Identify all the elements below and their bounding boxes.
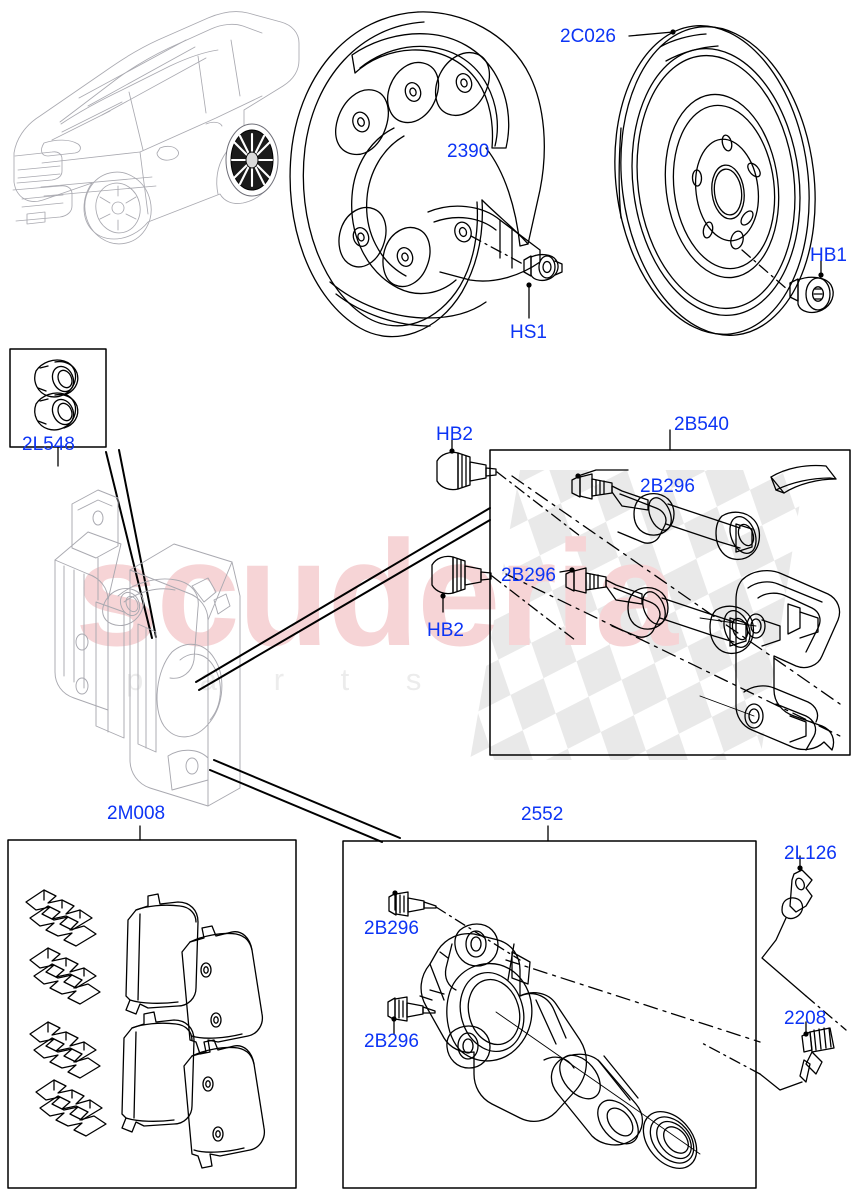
guide-pin-2B296-lower — [559, 567, 755, 655]
grease-sachet — [770, 464, 837, 494]
leader-2B540 — [195, 507, 491, 691]
leader-2L548 — [105, 449, 157, 639]
callout-HB2-lower[interactable]: HB2 — [427, 620, 464, 641]
piston-axis — [495, 1011, 701, 1155]
callout-2L548[interactable]: 2L548 — [22, 434, 75, 455]
bracket-bolt-HB2-upper — [436, 439, 581, 537]
disc-shield-2390 — [289, 11, 545, 338]
axis-lower — [505, 573, 841, 737]
shield-screw-HS1 — [470, 235, 563, 319]
caliper-kit-box-2552 — [342, 825, 757, 1189]
caliper-body — [419, 923, 587, 1123]
callout-HB1[interactable]: HB1 — [810, 245, 847, 266]
brake-pad — [121, 1011, 195, 1133]
bracket-kit-box-2B540 — [489, 429, 851, 756]
brake-disc-2C026 — [614, 25, 816, 336]
callout-2B296-pin-upper[interactable]: 2B296 — [640, 476, 695, 497]
caliper-bolt-2B296-upper — [388, 890, 521, 961]
bleed-screw-cap-2L126 — [761, 855, 847, 1031]
brake-pad — [183, 1039, 266, 1169]
assembled-caliper-ghost — [54, 489, 241, 807]
callout-2B296-bolt-lower[interactable]: 2B296 — [364, 1031, 419, 1052]
pad-kit-box-2M008 — [7, 825, 297, 1189]
callout-2M008[interactable]: 2M008 — [107, 803, 166, 824]
watermark-sub: p a r t s — [126, 662, 445, 697]
guide-pin-2B296-upper — [571, 469, 761, 561]
pad-clip — [29, 947, 101, 1005]
axis-upper — [511, 475, 841, 705]
callout-HS1[interactable]: HS1 — [510, 322, 547, 343]
pad-clip — [25, 889, 97, 947]
callout-HB2-upper[interactable]: HB2 — [436, 424, 473, 445]
callout-2B540[interactable]: 2B540 — [674, 414, 729, 435]
disc-retaining-screw-HB1 — [741, 249, 834, 314]
caliper-axis — [505, 959, 761, 1043]
bleed-screw-2208 — [699, 1021, 835, 1091]
callout-2L126[interactable]: 2L126 — [784, 843, 837, 864]
brake-pad — [125, 893, 199, 1015]
guide-pin-boot-box-2L548 — [9, 348, 107, 467]
callout-2552[interactable]: 2552 — [521, 804, 564, 825]
caliper-piston — [550, 1053, 643, 1146]
pad-clip — [29, 1021, 101, 1079]
leader-2552 — [209, 759, 401, 843]
callout-2C026[interactable]: 2C026 — [560, 26, 616, 47]
piston-seal — [642, 1111, 698, 1169]
callout-2B296-pin-lower[interactable]: 2B296 — [501, 565, 556, 586]
caliper-bracket — [699, 569, 841, 751]
callout-2208[interactable]: 2208 — [784, 1008, 827, 1029]
vehicle-rear-wheel — [225, 123, 279, 197]
callout-2B296-bolt-upper[interactable]: 2B296 — [364, 918, 419, 939]
pad-clip — [35, 1079, 107, 1137]
callout-2390[interactable]: 2390 — [447, 141, 490, 162]
caliper-bolt-2B296-lower — [387, 996, 436, 1035]
vehicle-illustration — [12, 11, 300, 245]
bracket-bolt-HB2-lower — [431, 555, 576, 641]
